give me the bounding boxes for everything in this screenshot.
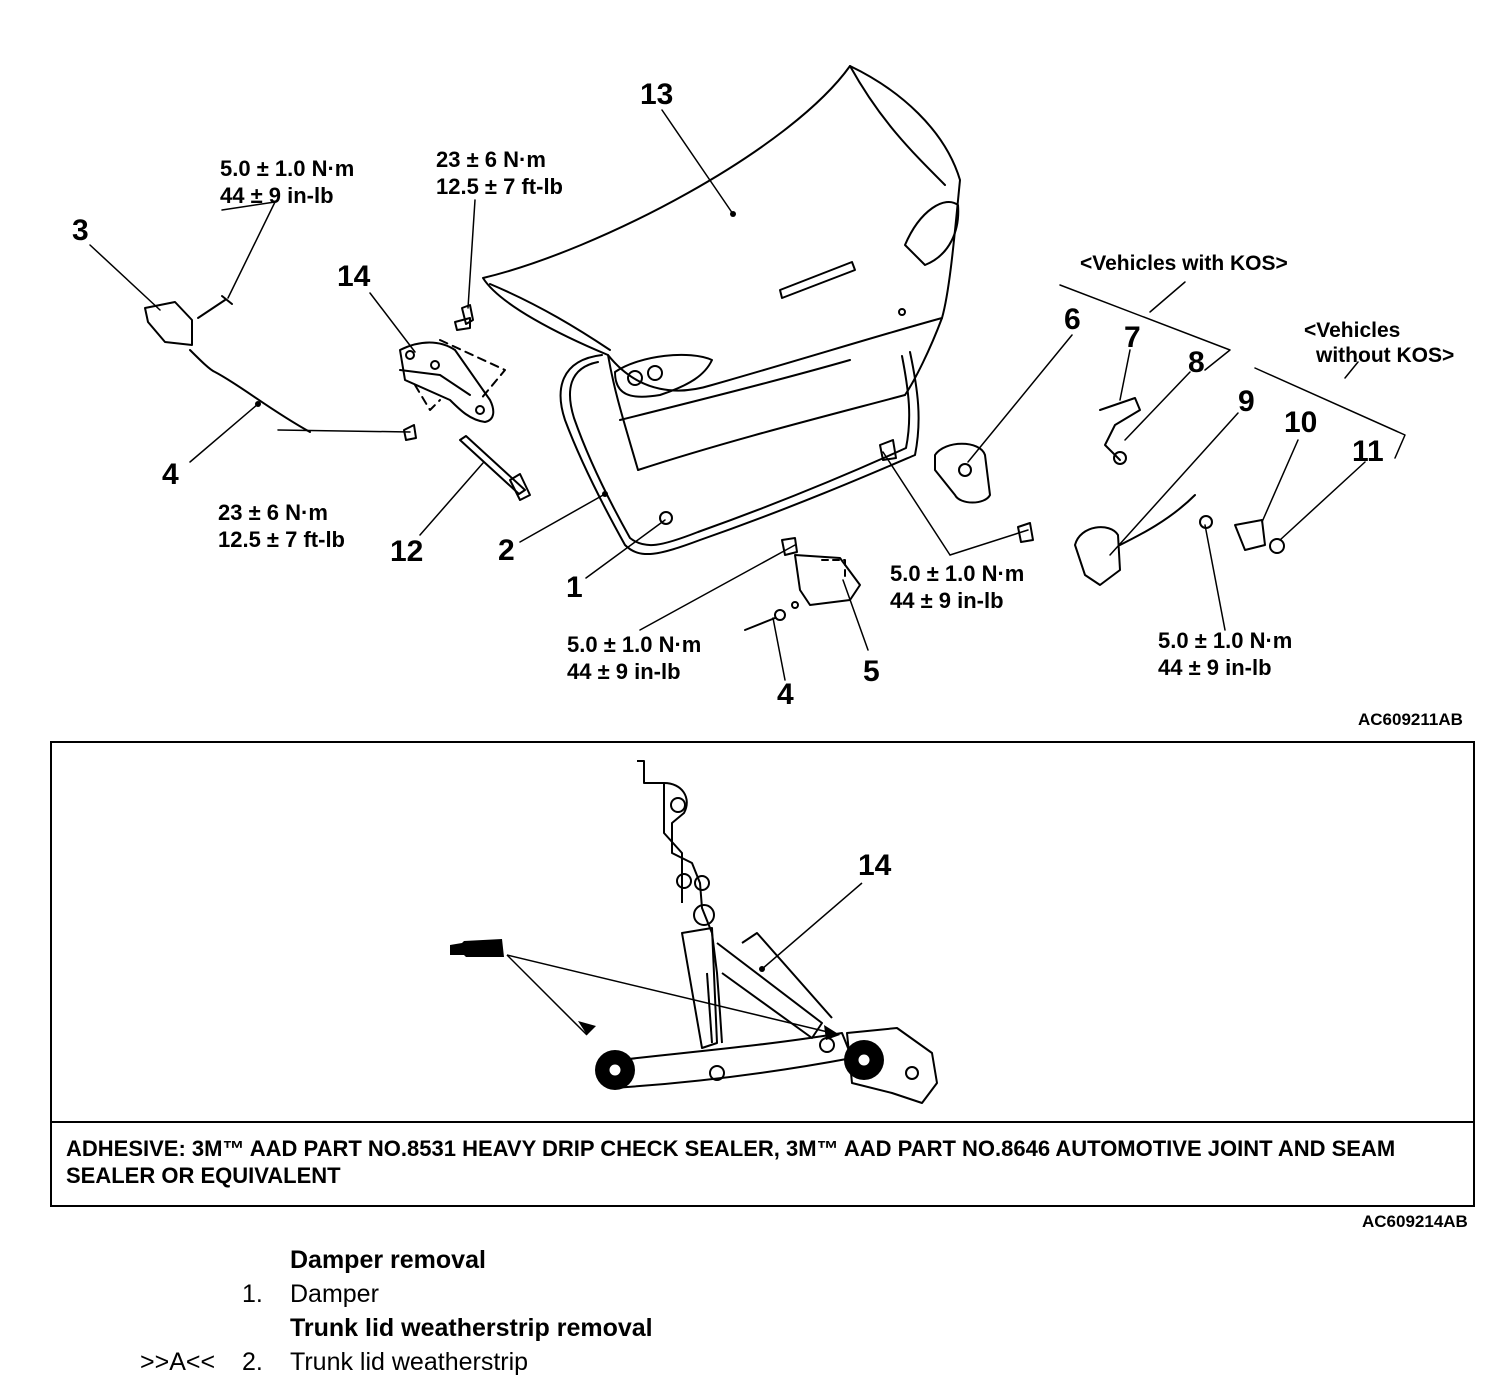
figure-code-detail: AC609214AB: [1362, 1212, 1468, 1231]
heading-text: Trunk lid weatherstrip removal: [290, 1314, 653, 1342]
callout-10: 10: [1284, 406, 1318, 439]
callout-11: 11: [1352, 435, 1384, 468]
callout-7: 7: [1124, 321, 1141, 354]
trunk-lid-drawing: [482, 65, 961, 471]
callout-14: 14: [337, 260, 371, 293]
callout-2: 2: [498, 534, 515, 567]
kos-parts-drawing: [879, 397, 1141, 504]
callout-5: 5: [863, 655, 880, 688]
item-text: Damper: [290, 1280, 379, 1308]
callout-13: 13: [640, 78, 674, 111]
callout-9: 9: [1238, 385, 1255, 418]
callout-12: 12: [390, 535, 424, 568]
callout-4-latch: 4: [777, 678, 794, 711]
callout-1: 1: [566, 571, 583, 604]
callout-6: 6: [1064, 303, 1081, 336]
callout-8: 8: [1188, 346, 1205, 379]
label-vehicles-without-kos-line1: <Vehicles: [1304, 319, 1401, 342]
adhesive-tube-icon: [450, 939, 504, 957]
item-index: 1.: [242, 1280, 263, 1308]
release-cable-drawing: [144, 295, 311, 433]
service-mark: >>A<<: [140, 1348, 216, 1376]
leader-lines: [89, 109, 1406, 681]
callout-4: 4: [162, 458, 179, 491]
heading-text: Damper removal: [290, 1246, 486, 1274]
item-index: 2.: [242, 1348, 263, 1376]
weatherstrip-drawing: [559, 351, 920, 556]
item-text: Trunk lid weatherstrip: [290, 1348, 529, 1376]
latch-drawing: [744, 537, 861, 631]
gas-strut-drawing: [459, 435, 531, 501]
hinge-detail-panel: 14 ADHESIVE: 3M™ AAD PART NO.8531 HEAVY …: [50, 741, 1475, 1207]
detail-callout-14: 14: [858, 849, 892, 882]
exploded-view-diagram: [89, 65, 1406, 681]
non-kos-parts-drawing: [1017, 494, 1285, 586]
label-vehicles-without-kos-line2: without KOS>: [1316, 344, 1455, 367]
note-divider: [52, 1121, 1473, 1123]
callout-3: 3: [72, 214, 89, 247]
adhesive-note: ADHESIVE: 3M™ AAD PART NO.8531 HEAVY DRI…: [66, 1136, 1396, 1188]
hinge-drawing: [399, 304, 506, 441]
hinge-detail-diagram: [450, 760, 938, 1104]
figure-code-top: AC609211AB: [1358, 710, 1463, 729]
label-vehicles-with-kos: <Vehicles with KOS>: [1080, 252, 1288, 275]
